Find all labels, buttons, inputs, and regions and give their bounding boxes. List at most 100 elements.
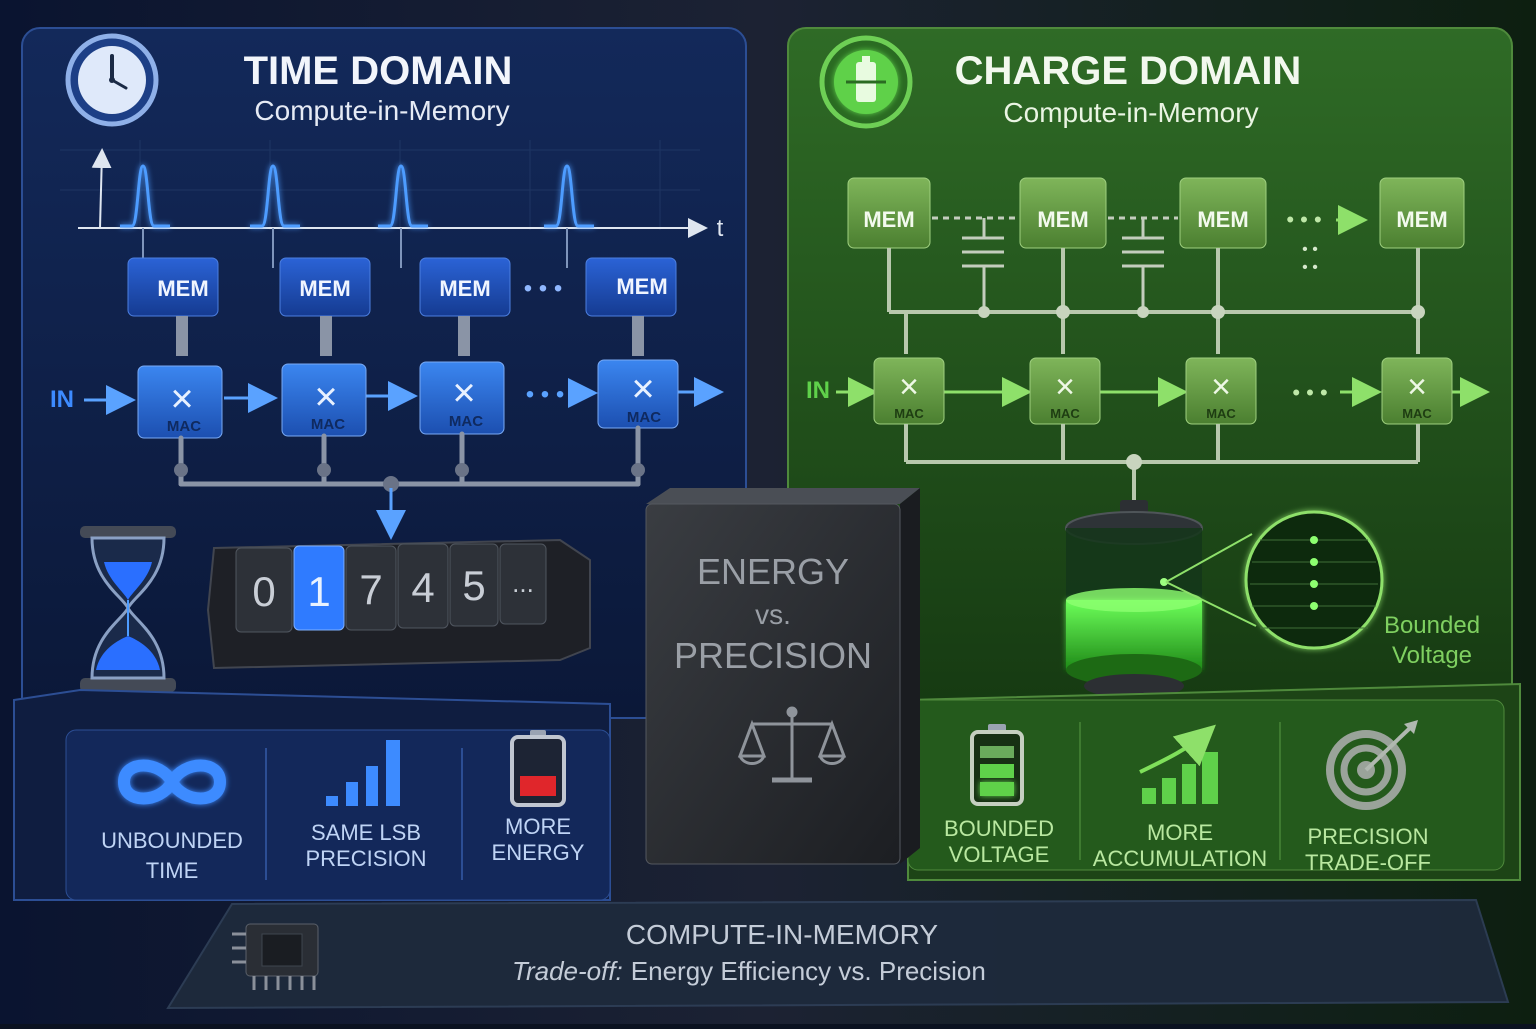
svg-text:MAC: MAC [1402,406,1432,421]
svg-text:TIME: TIME [146,858,199,883]
charge-mem-row: MEM MEM MEM MEM • • • • • • • [847,177,1465,276]
battery-low-icon [510,730,566,807]
svg-text:0: 0 [252,568,275,615]
growth-chart-icon [1139,724,1218,804]
signal-bars-icon [326,740,400,806]
svg-text:SAME LSB: SAME LSB [311,820,421,845]
charge-storage-capacitor [1065,500,1203,698]
svg-text:• • •: • • • [1292,380,1327,405]
time-domain-title: TIME DOMAIN [244,49,513,93]
time-input-label: IN [50,386,74,413]
charge-mac-block: × MAC [1185,357,1257,425]
hourglass-icon [80,526,176,692]
target-icon [1326,720,1418,810]
svg-text:PRECISION: PRECISION [305,846,426,871]
svg-text:PRECISION: PRECISION [1307,824,1428,849]
svg-text:MEM: MEM [1037,207,1088,232]
svg-text:MAC: MAC [627,409,661,426]
svg-text:MAC: MAC [311,416,345,433]
svg-text:• •: • • [1302,259,1318,276]
svg-text:MAC: MAC [1206,406,1236,421]
center-line-precision: PRECISION [674,635,872,676]
svg-text:MEM: MEM [1396,207,1447,232]
charge-input-label: IN [806,377,830,404]
charge-feature-bar: BOUNDED VOLTAGE MORE ACCUMULATION PRECIS… [907,682,1521,881]
svg-text:MAC: MAC [449,413,483,430]
time-axis: t [78,148,724,242]
svg-text:7: 7 [359,566,382,613]
svg-text:4: 4 [411,564,434,611]
svg-text:1: 1 [307,568,330,615]
svg-text:×: × [452,371,475,415]
svg-text:×: × [631,367,654,411]
time-mem-row: MEM MEM MEM • • • MEM [127,257,677,317]
charge-domain-panel: CHARGE DOMAIN Compute-in-Memory MEM MEM … [787,27,1521,881]
svg-text:MORE: MORE [1147,820,1213,845]
svg-text:• • •: • • • [1286,207,1321,232]
energy-vs-precision-block: ENERGY vs. PRECISION [645,488,920,865]
charge-mem-block: MEM [847,177,931,249]
center-line-energy: ENERGY [697,551,849,592]
svg-text:...: ... [512,568,534,598]
counter-digit: 7 [345,545,397,631]
charge-mac-block: × MAC [873,357,945,425]
svg-text:MAC: MAC [894,406,924,421]
svg-text:• •: • • [1302,241,1318,258]
charge-capacitors [932,216,1178,310]
footer-panel: COMPUTE-IN-MEMORY Trade-off:Energy Effic… [166,898,1510,1010]
counter-digit: 0 [235,547,293,633]
center-line-vs: vs. [755,599,791,630]
capacitor-icon [819,35,913,129]
svg-text:MEM: MEM [157,276,208,301]
svg-text:×: × [899,368,919,406]
charge-mem-block: MEM [1019,177,1107,249]
time-pulses [120,164,594,228]
svg-text:ACCUMULATION: ACCUMULATION [1093,846,1267,871]
time-feature-bar: UNBOUNDED TIME SAME LSB PRECISION MORE E… [13,688,611,901]
time-mac-block: × MAC [597,359,679,429]
digit-counter: 0 1 7 4 5 ... [206,538,591,670]
charge-mac-block: × MAC [1029,357,1101,425]
svg-text:MEM: MEM [863,207,914,232]
counter-digit: ... [499,543,547,625]
footer-subtitle: Energy Efficiency vs. Precision [631,956,986,986]
voltage-zoom-icon [1165,510,1384,650]
battery-full-icon [970,724,1024,806]
time-mem-block: MEM [127,257,219,317]
time-mem-ellipsis: • • • [524,275,563,302]
charge-mem-block: MEM [1179,177,1267,249]
svg-text:MAC: MAC [167,418,201,435]
balance-scale-icon [737,706,847,783]
chip-icon [232,923,319,990]
footer-subtitle-line: Trade-off: Energy Efficiency vs. Precisio… [512,956,986,986]
time-axis-label: t [717,215,724,242]
footer-prefix: Trade-off: [512,956,623,986]
charge-mac-block: × MAC [1381,357,1453,425]
svg-text:×: × [314,375,337,419]
svg-text:MAC: MAC [1050,406,1080,421]
time-mac-block: × MAC [419,361,505,435]
charge-domain-title: CHARGE DOMAIN [955,49,1302,93]
svg-text:×: × [1055,368,1075,406]
svg-text:×: × [170,377,193,421]
time-mem-block: MEM [585,257,677,317]
svg-text:MEM: MEM [299,276,350,301]
time-mac-block: × MAC [137,365,223,439]
svg-text:MORE: MORE [505,814,571,839]
svg-text:MEM: MEM [439,276,490,301]
svg-text:Voltage: Voltage [1392,642,1472,669]
svg-text:5: 5 [462,562,485,609]
clock-icon [65,33,159,127]
time-domain-panel: TIME DOMAIN Compute-in-Memory t MEM [13,27,747,901]
svg-text:TRADE-OFF: TRADE-OFF [1305,850,1431,875]
time-mem-block: MEM [279,257,371,317]
svg-text:BOUNDED: BOUNDED [944,816,1054,841]
svg-text:VOLTAGE: VOLTAGE [949,842,1050,867]
time-domain-subtitle: Compute-in-Memory [254,95,509,126]
time-mem-block: MEM [419,257,511,317]
svg-text:ENERGY: ENERGY [492,840,585,865]
counter-digit: 1 [293,545,345,631]
counter-digit: 4 [397,543,449,629]
